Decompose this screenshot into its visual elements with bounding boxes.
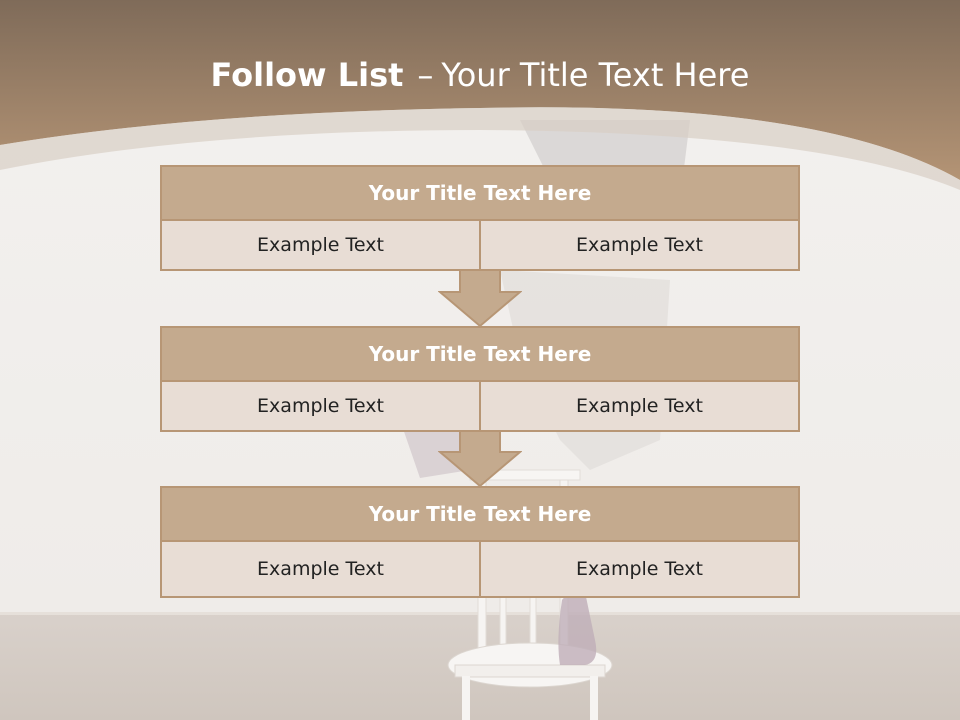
down-arrow-icon <box>438 270 522 328</box>
step-title: Your Title Text Here <box>160 486 800 542</box>
step-box-1: Your Title Text Here Example Text Exampl… <box>160 165 800 271</box>
header-swoosh <box>0 0 960 190</box>
slide-title-dash: – <box>417 56 434 94</box>
slide-title: Follow List–Your Title Text Here <box>0 56 960 94</box>
step-row: Example Text Example Text <box>160 382 800 432</box>
slide-title-rest: Your Title Text Here <box>441 56 750 94</box>
step-cell-right: Example Text <box>479 382 798 430</box>
step-cell-right: Example Text <box>479 542 798 596</box>
step-cell-left: Example Text <box>162 221 479 269</box>
step-cell-left: Example Text <box>162 542 479 596</box>
down-arrow-icon <box>438 430 522 488</box>
step-row: Example Text Example Text <box>160 221 800 271</box>
step-title: Your Title Text Here <box>160 326 800 382</box>
step-box-2: Your Title Text Here Example Text Exampl… <box>160 326 800 432</box>
step-box-3: Your Title Text Here Example Text Exampl… <box>160 486 800 598</box>
slide-title-bold: Follow List <box>210 56 404 94</box>
step-cell-left: Example Text <box>162 382 479 430</box>
step-row: Example Text Example Text <box>160 542 800 598</box>
step-cell-right: Example Text <box>479 221 798 269</box>
step-title: Your Title Text Here <box>160 165 800 221</box>
header-band: Follow List–Your Title Text Here <box>0 0 960 190</box>
